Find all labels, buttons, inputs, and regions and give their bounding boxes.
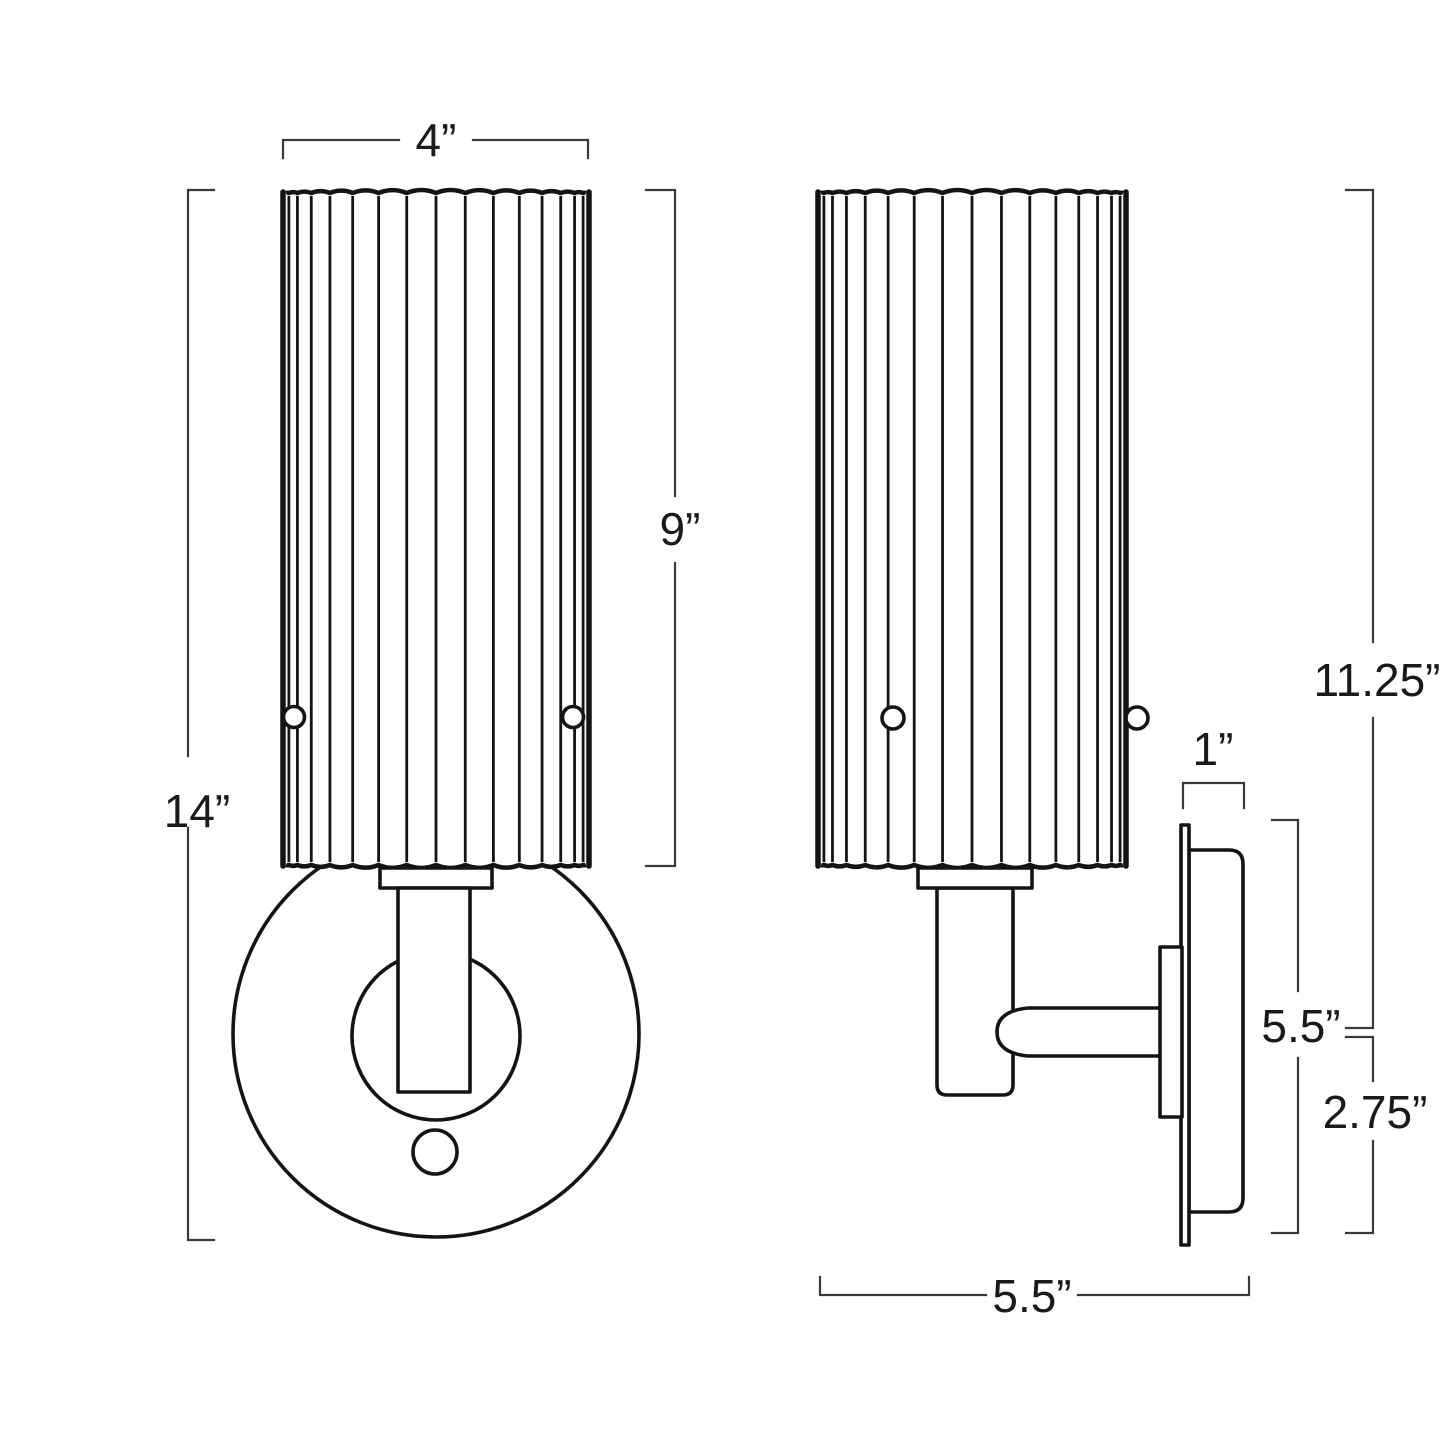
side-stem bbox=[935, 886, 1015, 1097]
shade-top-edge bbox=[285, 187, 587, 196]
dimension-label: 5.5” bbox=[992, 1270, 1071, 1322]
side-mount-bracket bbox=[1158, 945, 1184, 1119]
side-backplate-profile bbox=[1187, 848, 1245, 1214]
dimension-label: 2.75” bbox=[1323, 1086, 1428, 1138]
dim-front-width: 4” bbox=[281, 114, 590, 166]
side-screw-right bbox=[1124, 705, 1150, 731]
side-screw-left bbox=[880, 705, 906, 731]
dimension-label: 1” bbox=[1193, 723, 1234, 775]
dimension-line bbox=[1344, 188, 1375, 1030]
dim-side-plate-depth: 1” bbox=[1181, 723, 1246, 810]
shade-bottom-edge bbox=[820, 862, 1124, 871]
dimension-line bbox=[644, 188, 677, 868]
dimension-line bbox=[1270, 818, 1300, 1235]
dimension-label: 11.25” bbox=[1313, 654, 1440, 706]
dimension-label: 5.5” bbox=[1261, 1000, 1340, 1052]
dimension-label: 14” bbox=[164, 785, 230, 837]
side-arm bbox=[995, 1006, 1166, 1058]
dimension-line bbox=[1181, 781, 1246, 810]
front-screw-right bbox=[560, 704, 586, 730]
front-view bbox=[231, 187, 641, 1239]
dim-side-total-depth: 5.5” bbox=[818, 1270, 1251, 1322]
dim-side-below-center: 2.75” bbox=[1323, 1035, 1428, 1235]
dim-front-shade-height: 9” bbox=[644, 188, 701, 868]
dimension-line bbox=[186, 188, 216, 1242]
dimension-line bbox=[818, 1275, 1251, 1297]
dimension-label: 4” bbox=[416, 114, 457, 166]
shade-top-edge bbox=[820, 187, 1124, 196]
dimension-label: 9” bbox=[660, 503, 701, 555]
shade-bottom-edge bbox=[285, 862, 587, 871]
front-switch-knob bbox=[411, 1128, 459, 1176]
side-view bbox=[815, 187, 1245, 1247]
front-screw-left bbox=[281, 704, 307, 730]
dim-side-overall-height: 11.25” bbox=[1313, 188, 1441, 1030]
front-shade bbox=[280, 187, 592, 871]
dim-front-total-height: 14” bbox=[164, 188, 230, 1242]
front-stem bbox=[396, 886, 472, 1094]
front-socket-flange bbox=[378, 866, 494, 890]
side-shade bbox=[815, 187, 1129, 871]
side-socket-flange bbox=[916, 866, 1034, 890]
dimension-line bbox=[281, 138, 590, 160]
dimension-line bbox=[1344, 1035, 1375, 1235]
dim-side-backplate-height: 5.5” bbox=[1261, 818, 1341, 1235]
